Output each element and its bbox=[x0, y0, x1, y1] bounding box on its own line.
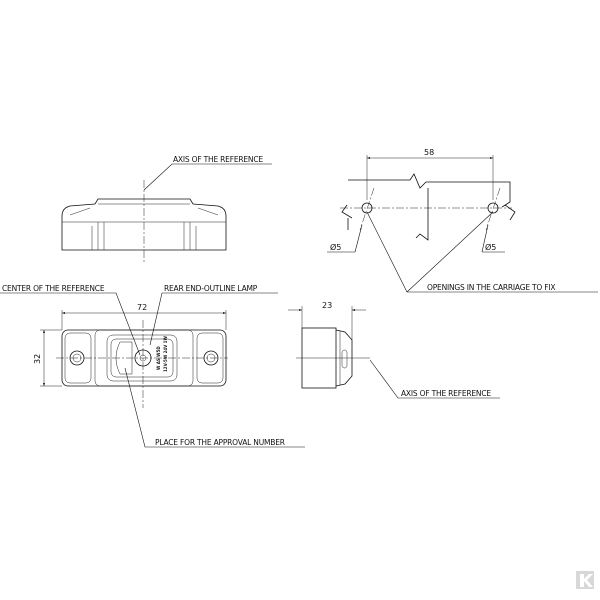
dim-width: 72 bbox=[137, 303, 147, 312]
label-openings: OPENINGS IN THE CARRIAGE TO FIX bbox=[427, 283, 555, 292]
lamp-marking-1: W AS W5D bbox=[156, 346, 161, 370]
dim-hole-left: Ø5 bbox=[330, 242, 341, 252]
brand-logo bbox=[576, 571, 594, 589]
label-center-ref: CENTER OF THE REFERENCE bbox=[2, 284, 105, 293]
lamp-marking-2: 12V-5W 24V 1W bbox=[163, 336, 168, 372]
label-lamp: REAR END-OUTLINE LAMP bbox=[164, 284, 258, 293]
elevation-view: AXIS OF THE REFERENCE bbox=[61, 155, 272, 262]
dim-hole-spacing: 58 bbox=[424, 148, 434, 157]
dim-hole-right: Ø5 bbox=[485, 242, 496, 252]
label-axis-top: AXIS OF THE REFERENCE bbox=[173, 155, 263, 164]
dim-depth: 23 bbox=[322, 301, 332, 310]
dim-height: 32 bbox=[33, 354, 42, 364]
label-approval: PLACE FOR THE APPROVAL NUMBER bbox=[155, 438, 285, 447]
side-view: 23 AXIS OF THE REFERENCE bbox=[288, 301, 500, 399]
mounting-view: 58 Ø5 Ø5 OPENINGS IN THE CARRIAGE TO FIX bbox=[327, 148, 598, 293]
front-view: W AS W5D 12V-5W 24V 1W 72 32 CENTER OF T… bbox=[0, 284, 305, 448]
label-axis-side: AXIS OF THE REFERENCE bbox=[401, 389, 491, 398]
